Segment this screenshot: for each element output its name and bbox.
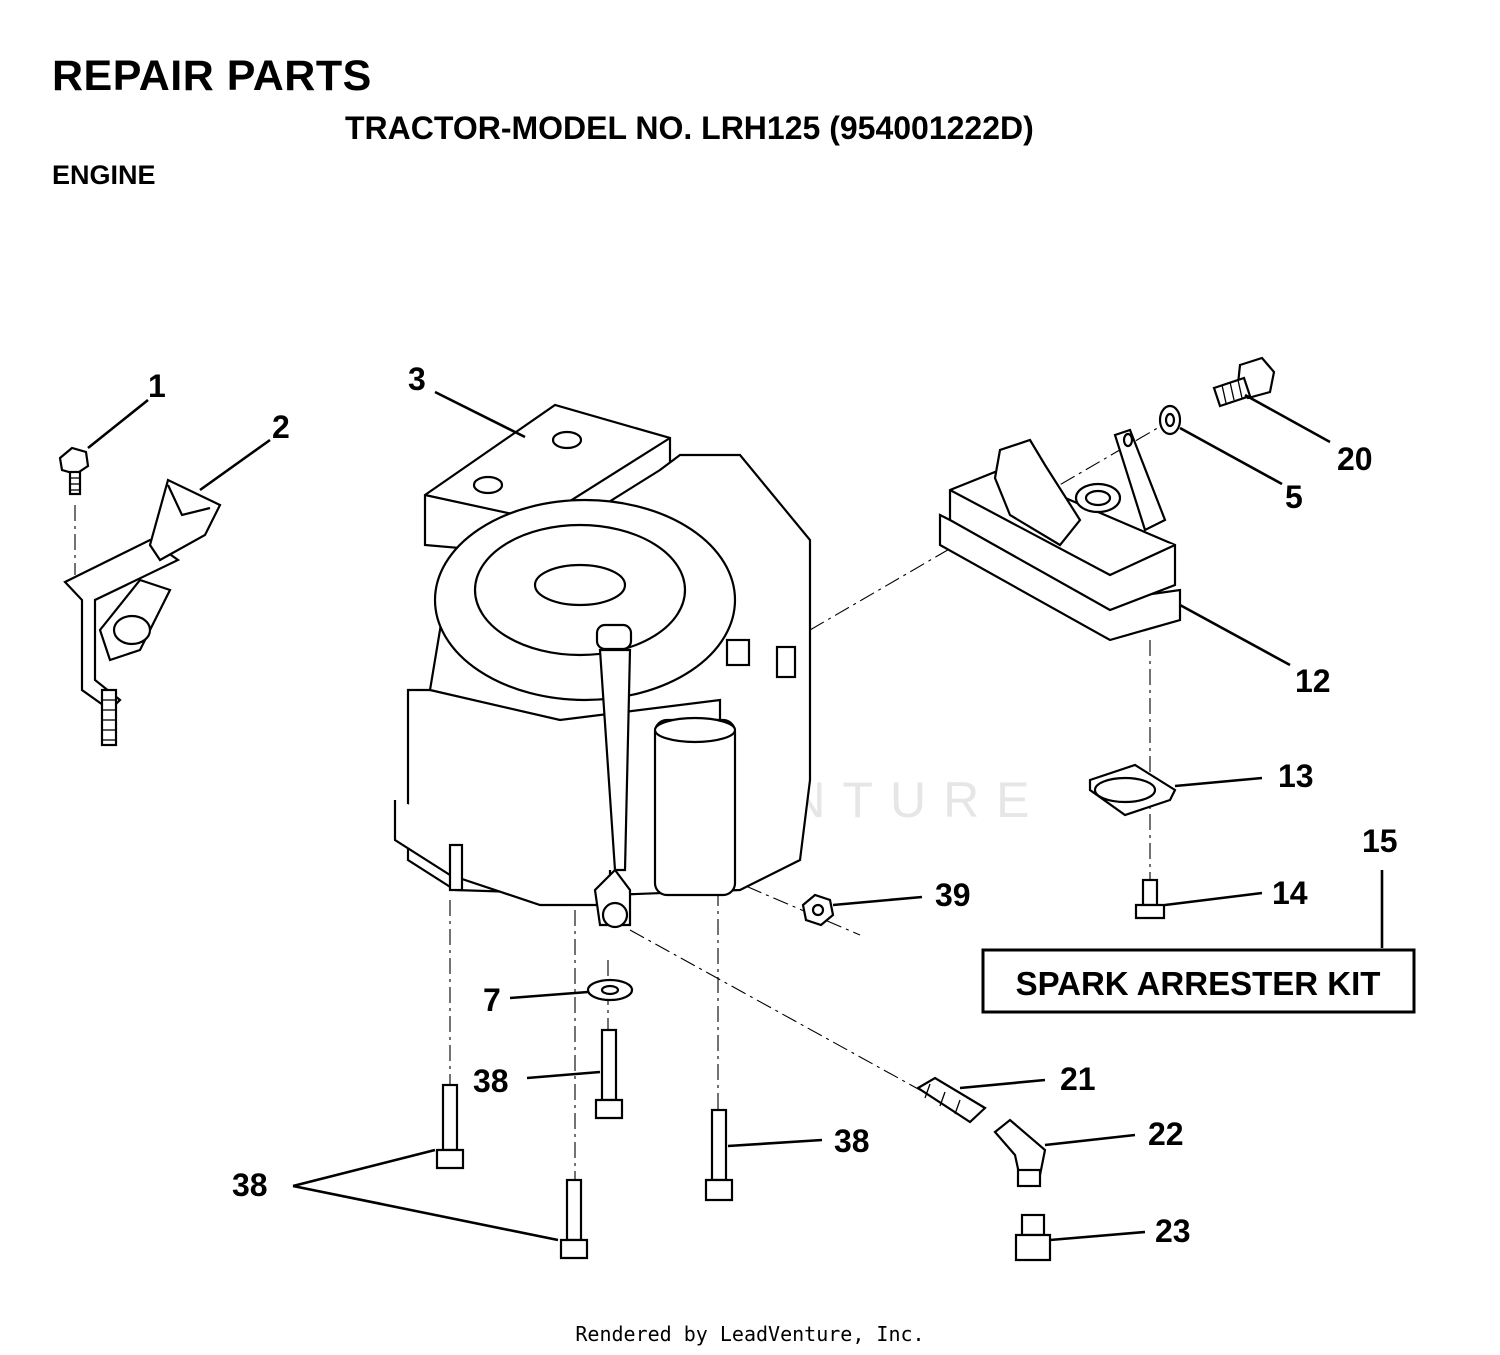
muffler-part-12 xyxy=(938,428,1182,642)
bolt-part-38-center xyxy=(594,1028,624,1120)
elbow-part-22 xyxy=(993,1118,1047,1188)
callout-20: 20 xyxy=(1337,441,1373,477)
callout-38-left: 38 xyxy=(232,1167,268,1203)
callout-22: 22 xyxy=(1148,1116,1184,1152)
screw-part-14 xyxy=(1134,878,1166,920)
footer-credit: Rendered by LeadVenture, Inc. xyxy=(575,1322,925,1346)
bolt-part-1 xyxy=(58,446,90,496)
callout-23: 23 xyxy=(1155,1213,1191,1249)
callout-2: 2 xyxy=(272,409,290,445)
lockwasher-part-7 xyxy=(586,978,634,1002)
throttle-control-part-2 xyxy=(63,478,222,747)
page-title: REPAIR PARTS xyxy=(52,52,372,100)
model-subtitle: TRACTOR-MODEL NO. LRH125 (954001222D) xyxy=(345,110,1034,146)
callout-38-right: 38 xyxy=(834,1123,870,1159)
pipe-nipple-part-21 xyxy=(915,1076,987,1124)
callout-14: 14 xyxy=(1272,875,1308,911)
bolt-part-38-bottom xyxy=(559,1178,589,1260)
engine-part-3 xyxy=(393,403,812,929)
spark-arrester-kit-box: SPARK ARRESTER KIT xyxy=(981,948,1416,1014)
spark-screen-part-13 xyxy=(1088,763,1177,817)
callout-13: 13 xyxy=(1278,758,1314,794)
callout-3: 3 xyxy=(408,361,426,397)
bolt-part-38-left xyxy=(435,1083,465,1170)
spark-arrester-kit-label: SPARK ARRESTER KIT xyxy=(1016,965,1381,1002)
callout-21: 21 xyxy=(1060,1061,1096,1097)
callout-5: 5 xyxy=(1285,479,1303,515)
leader-lines xyxy=(87,390,1384,1242)
washer-part-5 xyxy=(1158,404,1182,436)
plug-part-23 xyxy=(1014,1213,1052,1262)
callout-38-center: 38 xyxy=(473,1063,509,1099)
bolt-part-20 xyxy=(1212,356,1276,408)
callout-7: 7 xyxy=(483,982,501,1018)
callout-12: 12 xyxy=(1295,663,1331,699)
nut-part-39 xyxy=(801,893,835,927)
bolt-part-38-right xyxy=(704,1108,734,1202)
callout-39: 39 xyxy=(935,877,971,913)
section-label: ENGINE xyxy=(52,160,156,190)
callout-15: 15 xyxy=(1362,823,1398,859)
callout-1: 1 xyxy=(148,368,166,404)
